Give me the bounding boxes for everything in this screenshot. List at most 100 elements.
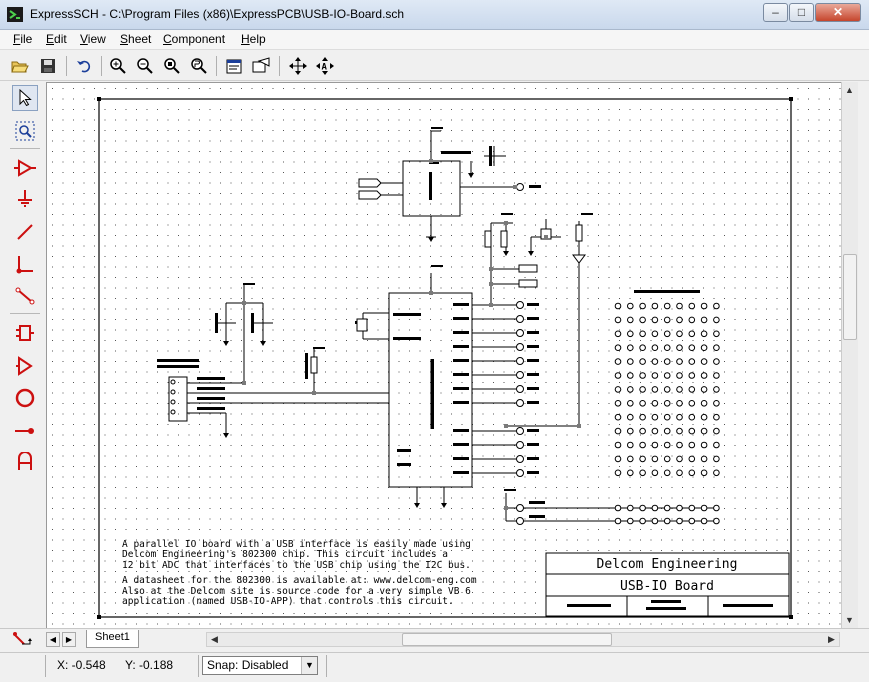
prototype-pad <box>676 302 683 310</box>
prototype-pad <box>651 344 659 352</box>
select-pointer-icon[interactable] <box>12 85 38 111</box>
zoom-page-icon[interactable] <box>187 54 211 78</box>
prototype-pad <box>688 302 696 310</box>
schematic-drawing: A parallel IO board with a USB interface… <box>47 83 841 628</box>
zoom-out-icon[interactable] <box>133 54 157 78</box>
prototype-pad <box>639 330 646 338</box>
prototype-pad <box>700 372 708 379</box>
tab-sheet1[interactable]: Sheet1 <box>86 630 139 648</box>
open-icon[interactable] <box>8 54 32 78</box>
prototype-pad <box>663 455 671 463</box>
wire-tool-icon[interactable] <box>12 219 38 245</box>
snap-select[interactable]: Snap: Disabled ▼ <box>202 656 318 675</box>
prototype-pad <box>651 400 659 407</box>
tool-palette <box>6 82 44 482</box>
prototype-pad <box>663 372 671 379</box>
pin-tool-icon[interactable] <box>12 418 38 444</box>
save-icon[interactable] <box>36 54 60 78</box>
prototype-pad <box>700 427 708 435</box>
prototype-pad <box>639 386 646 393</box>
prototype-pad <box>614 441 622 449</box>
circle-tool-icon[interactable] <box>12 385 38 411</box>
prototype-pad <box>663 400 671 407</box>
prototype-pad <box>627 358 634 365</box>
snap-label: Snap: <box>207 658 239 672</box>
pan-icon[interactable] <box>286 54 310 78</box>
prototype-pad-array <box>614 302 720 525</box>
scroll-right-icon[interactable]: ▶ <box>828 634 835 644</box>
part-tool-icon[interactable] <box>12 320 38 346</box>
horizontal-scroll-thumb[interactable] <box>402 633 612 646</box>
prototype-pad <box>700 469 708 477</box>
svg-text:A: A <box>322 63 328 73</box>
component-icon[interactable] <box>249 54 273 78</box>
connector-pad <box>651 517 659 525</box>
prototype-pad <box>713 427 720 435</box>
toolbar: A <box>0 51 869 81</box>
junction-dots <box>242 159 581 510</box>
title-bar: ExpressSCH - C:\Program Files (x86)\Expr… <box>0 0 869 30</box>
zoom-in-icon[interactable] <box>106 54 130 78</box>
menu-sheet[interactable]: Sheet <box>120 32 152 46</box>
prototype-pad <box>663 427 671 435</box>
connector-pad <box>688 517 696 525</box>
prototype-pad <box>663 344 671 352</box>
sheet-prev-icon[interactable]: ◀ <box>46 632 60 647</box>
prototype-pad <box>688 427 696 435</box>
scroll-left-icon[interactable]: ◀ <box>211 634 218 644</box>
menu-edit[interactable]: Edit <box>46 32 67 46</box>
undo-icon[interactable] <box>72 54 96 78</box>
vertical-scroll-thumb[interactable] <box>843 254 857 340</box>
sheet-next-icon[interactable]: ▶ <box>62 632 76 647</box>
zoom-select-icon[interactable] <box>12 118 38 144</box>
prototype-pad <box>614 330 622 338</box>
note-line: A datasheet for the 802300 is available … <box>122 575 477 586</box>
corner-wire-tool-icon[interactable] <box>12 251 38 277</box>
properties-icon[interactable] <box>222 54 246 78</box>
prototype-pad <box>614 469 622 477</box>
net-highlight-icon[interactable] <box>12 630 34 650</box>
text-tool-icon[interactable] <box>12 449 38 475</box>
scroll-down-icon[interactable]: ▼ <box>845 615 854 625</box>
prototype-pad <box>614 316 622 324</box>
prototype-pad <box>713 455 720 463</box>
schematic-note: A parallel IO board with a USB interface… <box>122 539 477 607</box>
prototype-pad <box>676 427 683 435</box>
scroll-up-icon[interactable]: ▲ <box>845 85 854 95</box>
ground-tool-icon[interactable] <box>12 186 38 212</box>
prototype-pad <box>676 386 683 393</box>
minimize-button[interactable]: – <box>763 3 788 22</box>
prototype-pad <box>651 413 659 421</box>
center-icon[interactable]: A <box>313 54 337 78</box>
menu-bar: File Edit View Sheet Component Help <box>0 30 869 50</box>
component-tool-icon[interactable] <box>12 155 38 181</box>
prototype-pad <box>614 302 622 310</box>
prototype-pad <box>639 316 646 324</box>
prototype-pad <box>688 358 696 365</box>
prototype-pad <box>614 344 622 352</box>
menu-help[interactable]: Help <box>241 32 266 46</box>
note-line: A parallel IO board with a USB interface… <box>122 539 471 550</box>
prototype-pad <box>627 427 634 435</box>
menu-file[interactable]: File <box>13 32 33 46</box>
sheet-tab-bar: ◀ ▶ Sheet1 ◀ ▶ <box>0 628 869 650</box>
menu-component[interactable]: Component <box>163 32 226 46</box>
prototype-pad <box>663 441 671 449</box>
prototype-pad <box>676 316 683 324</box>
maximize-button[interactable]: □ <box>789 3 814 22</box>
prototype-pad <box>651 372 659 379</box>
horizontal-scrollbar[interactable]: ◀ ▶ <box>206 632 840 647</box>
zoom-fit-icon[interactable] <box>160 54 184 78</box>
connector-pad <box>614 517 622 525</box>
prototype-pad <box>713 358 720 365</box>
menu-view[interactable]: View <box>80 32 106 46</box>
titleblock-board: USB-IO Board <box>620 579 714 594</box>
prototype-pad <box>713 469 720 477</box>
module-tool-icon[interactable] <box>12 353 38 379</box>
schematic-canvas[interactable]: A parallel IO board with a USB interface… <box>46 82 841 628</box>
connector-pad <box>639 504 646 512</box>
connect-tool-icon[interactable] <box>12 283 38 309</box>
close-button[interactable]: ✕ <box>815 3 861 22</box>
vertical-scrollbar[interactable]: ▲ ▼ <box>841 82 858 628</box>
prototype-pad <box>651 358 659 365</box>
